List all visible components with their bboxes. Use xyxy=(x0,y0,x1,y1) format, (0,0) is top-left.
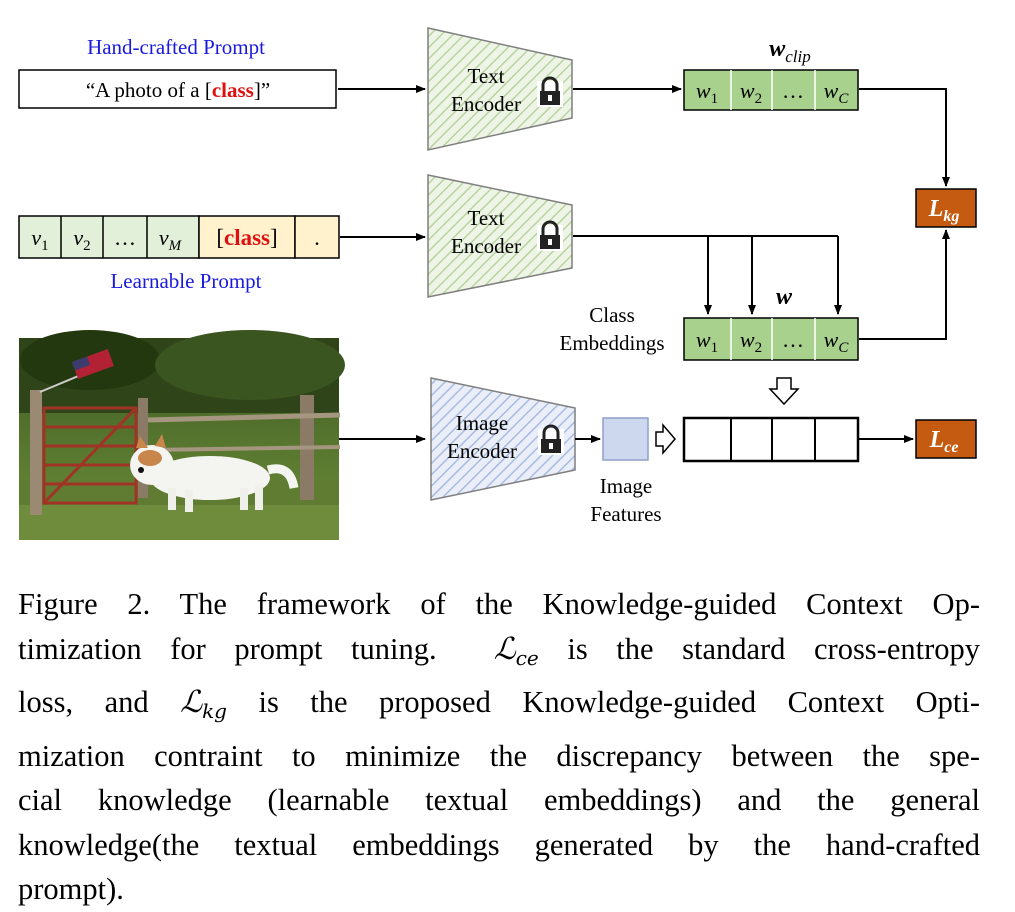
image-features-label-2: Features xyxy=(590,502,661,526)
svg-text:[class]: [class] xyxy=(216,225,277,250)
svg-text:w1: w1 xyxy=(696,327,718,356)
lce-symbol: ℒce xyxy=(493,631,539,670)
arrows-encoder2-to-class-embeddings xyxy=(573,235,842,315)
lkg-loss-box: Lkg xyxy=(915,188,977,228)
caption-line-7: prompt). xyxy=(18,872,124,906)
svg-text:vM: vM xyxy=(159,225,183,254)
lock-icon xyxy=(538,424,564,455)
svg-text:w1: w1 xyxy=(696,78,718,107)
hand-crafted-prompt-text: “A photo of a [class]” xyxy=(86,78,270,102)
hand-crafted-prompt-box xyxy=(18,69,337,109)
hand-crafted-prompt-label: Hand-crafted Prompt xyxy=(87,35,265,59)
class-embeddings-label-2: Embeddings xyxy=(560,331,665,355)
svg-text:v1: v1 xyxy=(31,225,48,254)
lce-loss-box: Lce xyxy=(915,419,977,459)
logits-row xyxy=(682,416,860,463)
svg-text:…: … xyxy=(114,225,136,250)
hollow-right-arrow xyxy=(655,422,676,456)
hollow-down-arrow xyxy=(768,377,800,406)
svg-text:Lkg: Lkg xyxy=(928,196,960,225)
svg-text:Lce: Lce xyxy=(929,427,959,456)
lock-icon xyxy=(537,76,563,107)
svg-text:Encoder: Encoder xyxy=(447,439,517,463)
svg-text:…: … xyxy=(782,327,804,352)
lkg-symbol: ℒkg xyxy=(180,685,227,723)
caption-line-6: knowledge(the textual embeddings generat… xyxy=(18,827,980,862)
svg-text:Text: Text xyxy=(467,206,504,230)
class-embedding-row: w1 w2 … wC xyxy=(683,317,859,361)
svg-text:.: . xyxy=(314,225,320,250)
svg-text:v2: v2 xyxy=(73,225,90,254)
wclip-label: wclip xyxy=(769,36,811,66)
arrow-wclip-to-lkg xyxy=(859,88,950,187)
text-encoder-1: Text Encoder xyxy=(427,27,573,151)
class-embeddings-label: Class xyxy=(589,303,635,327)
wclip-embedding-row: w1 w2 … wC xyxy=(683,69,859,111)
image-feature-box xyxy=(602,417,649,461)
svg-text:…: … xyxy=(782,78,804,103)
caption-line-5: cial knowledge (learnable textual embedd… xyxy=(18,783,980,817)
svg-text:w2: w2 xyxy=(740,327,762,356)
text-encoder-2: Text Encoder xyxy=(427,174,573,298)
learnable-prompt-box: v1 v2 … vM [class] . xyxy=(18,215,340,259)
svg-text:Text: Text xyxy=(467,64,504,88)
w-label: w xyxy=(776,284,793,310)
lock-icon xyxy=(537,220,563,251)
caption-line-3: loss, and ℒkg is the proposed Knowledge-… xyxy=(18,685,981,723)
svg-text:w2: w2 xyxy=(740,78,762,107)
caption-line-4: mization contraint to minimize the discr… xyxy=(18,738,980,773)
figure-caption: Figure 2. The framework of the Knowledge… xyxy=(18,582,980,912)
image-encoder: Image Encoder xyxy=(430,377,576,501)
framework-diagram: Hand-crafted Prompt “A photo of a [class… xyxy=(18,27,977,540)
svg-text:Image: Image xyxy=(456,411,508,435)
svg-text:Encoder: Encoder xyxy=(451,92,521,116)
svg-text:wC: wC xyxy=(824,78,850,107)
arrow-class-embeddings-to-lkg xyxy=(859,229,950,340)
learnable-prompt-label: Learnable Prompt xyxy=(110,269,261,293)
dog-image xyxy=(19,330,345,540)
caption-line-2: timization for prompt tuning. ℒce is the… xyxy=(18,631,981,670)
svg-text:wC: wC xyxy=(824,327,850,356)
image-features-label: Image xyxy=(600,474,652,498)
svg-text:Encoder: Encoder xyxy=(451,234,521,258)
caption-line-1: Figure 2. The framework of the Knowledge… xyxy=(18,587,980,621)
